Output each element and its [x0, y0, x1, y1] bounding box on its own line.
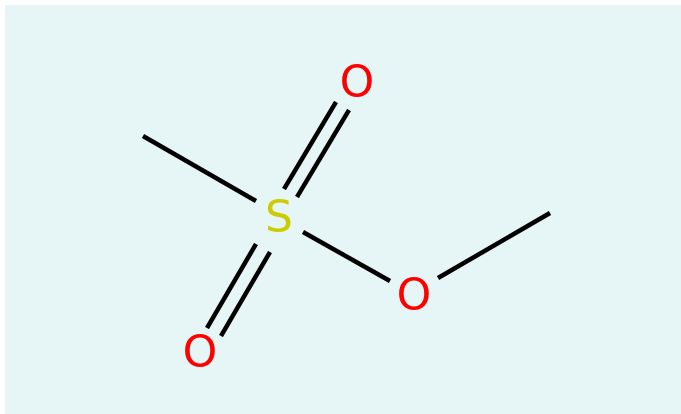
bond-sulfur-oxygen-top-b: [295, 108, 351, 199]
atom-oxygen-bottom: O: [183, 327, 218, 378]
bond-sulfur-oxygen-bottom-b: [219, 250, 272, 338]
molecule-structure: S O O O: [141, 57, 552, 378]
atom-sulfur: S: [265, 192, 293, 243]
bond-sulfur-oxygen-ester: [301, 230, 392, 283]
atom-oxygen-ester: O: [397, 270, 432, 321]
bond-oxygen-methyl: [436, 211, 552, 280]
bond-sulfur-oxygen-bottom-a: [205, 242, 258, 330]
bond-methyl-sulfur: [141, 134, 258, 203]
bond-sulfur-oxygen-top-a: [282, 100, 338, 191]
molecule-canvas: S O O O: [5, 5, 681, 414]
atom-oxygen-top: O: [340, 57, 375, 108]
